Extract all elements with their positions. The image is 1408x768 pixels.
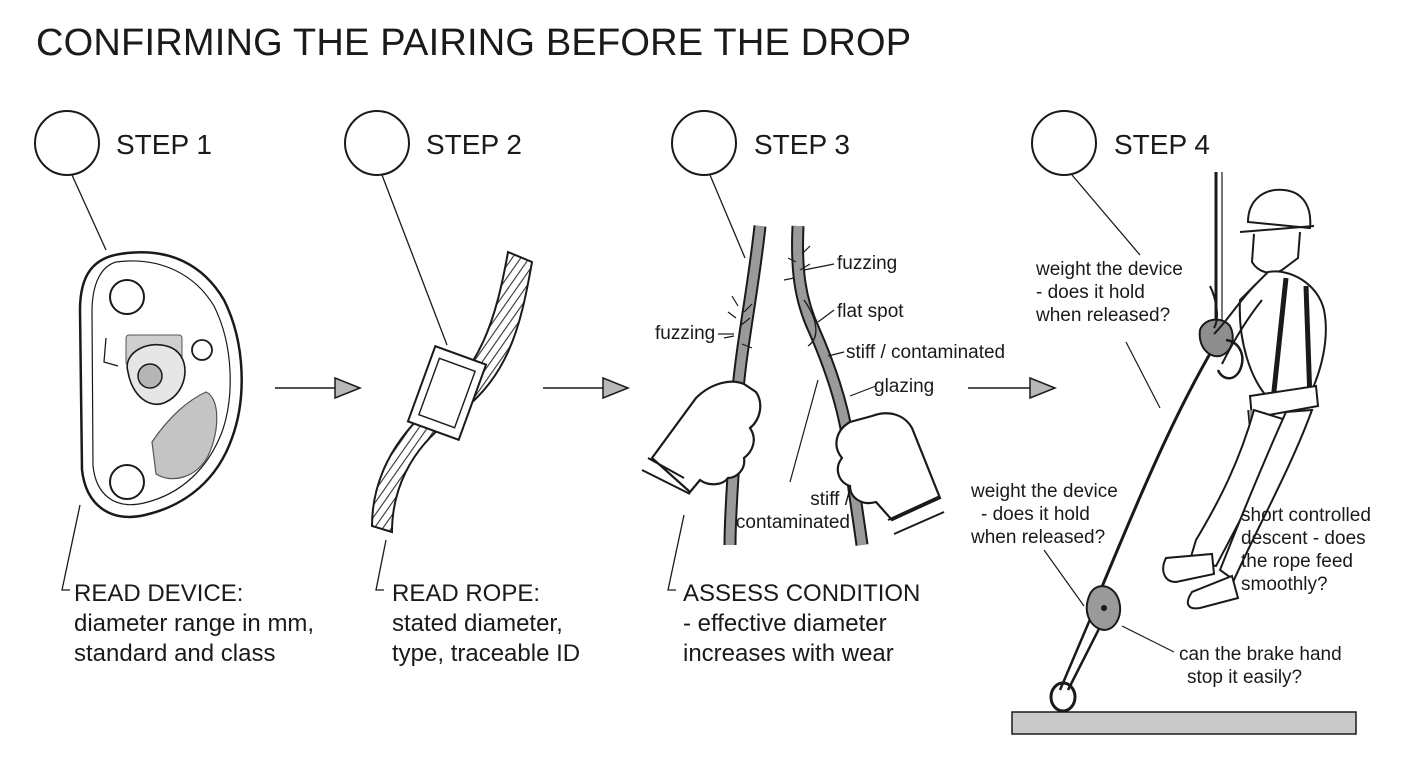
- annotation-fuzzing-left: fuzzing: [655, 323, 716, 344]
- step-2-caption-line: stated diameter,: [392, 610, 563, 637]
- step-3-label: STEP 3: [754, 129, 850, 160]
- annotation-line: short controlled: [1241, 505, 1371, 526]
- step-3-caption-heading: ASSESS CONDITION: [683, 580, 921, 607]
- annotation-line: stop it easily?: [1187, 667, 1303, 688]
- annotation-line: weight the device: [971, 481, 1118, 502]
- annotation-glazing: glazing: [874, 376, 935, 397]
- annotation-weight-device-left: weight the device - does it hold when re…: [971, 480, 1118, 549]
- step-1-circle: [34, 110, 100, 176]
- annotation-brake-hand: can the brake hand stop it easily?: [1179, 643, 1342, 689]
- annotation-line: when released?: [971, 527, 1106, 548]
- step-2-caption: READ ROPE: stated diameter, type, tracea…: [392, 579, 580, 669]
- step-3-annotation-leaders: [718, 263, 877, 483]
- step-4-label: STEP 4: [1114, 129, 1210, 160]
- page-title: CONFIRMING THE PAIRING BEFORE THE DROP: [36, 22, 912, 64]
- step-2-leader: [381, 174, 448, 346]
- step-2-circle: [344, 110, 410, 176]
- annotation-flat-spot: flat spot: [837, 301, 904, 322]
- annotation-line: - does it hold: [981, 504, 1090, 525]
- step-4-circle: [1031, 110, 1097, 176]
- step-3-leader: [709, 174, 746, 259]
- step-3-caption-leader: [667, 514, 685, 591]
- step-2-caption-heading: READ ROPE:: [392, 580, 541, 607]
- annotation-line: stiff /: [810, 489, 850, 510]
- step-3-caption-line: increases with wear: [683, 640, 894, 667]
- annotation-line: can the brake hand: [1179, 644, 1342, 665]
- step-1-caption-line: diameter range in mm,: [74, 610, 315, 637]
- rope-label-illustration: [370, 250, 534, 534]
- annotation-line: - does it hold: [1036, 282, 1145, 303]
- step-1-caption-leader: [61, 504, 81, 591]
- descent-test-illustration: [1011, 172, 1357, 735]
- annotation-line: contaminated: [735, 512, 850, 533]
- annotation-line: when released?: [1036, 305, 1171, 326]
- annotation-line: descent - does: [1241, 528, 1366, 549]
- step-2-caption-leader: [375, 539, 387, 591]
- step-2-label: STEP 2: [426, 129, 522, 160]
- step-1-label: STEP 1: [116, 129, 212, 160]
- annotation-stiff-contaminated-right: stiff / contaminated: [846, 342, 1006, 363]
- step-3-caption: ASSESS CONDITION - effective diameter in…: [683, 579, 920, 669]
- annotation-stiff-contaminated-bottom: stiff / contaminated: [734, 488, 850, 534]
- step-4-annotation-leaders: [1043, 341, 1175, 653]
- belay-device-illustration: [78, 251, 243, 519]
- arrow-3: [968, 376, 1058, 400]
- arrow-1: [275, 376, 363, 400]
- annotation-line: smoothly?: [1241, 574, 1328, 595]
- annotation-line: the rope feed: [1241, 551, 1353, 572]
- step-3-caption-line: - effective diameter: [683, 610, 887, 637]
- step-4-leader: [1071, 174, 1141, 256]
- annotation-line: weight the device: [1036, 259, 1183, 280]
- step-1-leader: [71, 174, 107, 251]
- annotation-weight-device-top: weight the device - does it hold when re…: [1036, 258, 1183, 327]
- step-1-caption-heading: READ DEVICE:: [74, 580, 244, 607]
- annotation-fuzzing-right: fuzzing: [837, 253, 898, 274]
- annotation-controlled-descent: short controlled descent - does the rope…: [1241, 504, 1371, 596]
- rope-inspection-illustration: [641, 225, 945, 546]
- step-2-caption-line: type, traceable ID: [392, 640, 581, 667]
- step-1-caption: READ DEVICE: diameter range in mm, stand…: [74, 579, 314, 669]
- step-3-circle: [671, 110, 737, 176]
- arrow-2: [543, 376, 631, 400]
- step-1-caption-line: standard and class: [74, 640, 276, 667]
